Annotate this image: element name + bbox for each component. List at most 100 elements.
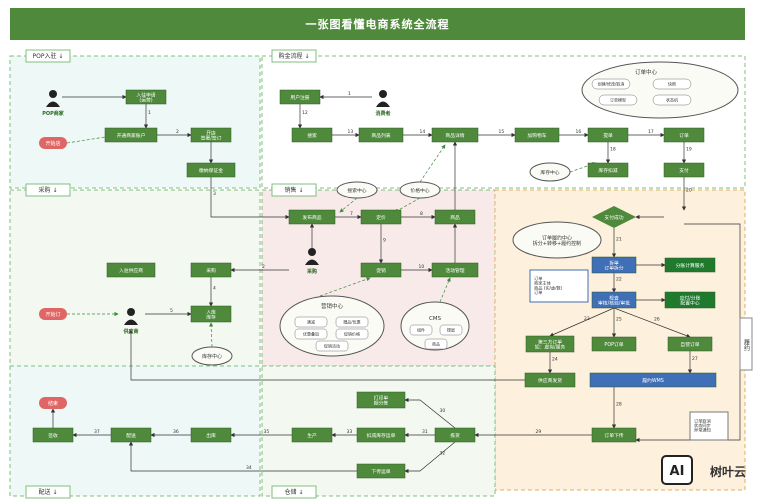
edge-number: 14 xyxy=(420,129,426,135)
node-merge_order xyxy=(591,291,637,309)
node-wms xyxy=(589,372,717,388)
node-kill_stock xyxy=(356,427,406,443)
node-cart xyxy=(514,127,560,143)
marketing-item-label: 优惠叠加 xyxy=(303,331,319,337)
library-center-label: 库存中心 xyxy=(202,353,222,360)
node-label-product_list: 商品列表 xyxy=(371,132,390,139)
node-user_register xyxy=(279,89,321,105)
edge-number: 5 xyxy=(170,308,173,314)
service-link xyxy=(209,322,214,348)
edge-number: 15 xyxy=(499,129,505,135)
node-ship xyxy=(110,427,152,443)
edge-number: 1 xyxy=(348,91,351,97)
node-pop_account xyxy=(104,127,158,143)
node-label-produce: 生产 xyxy=(307,432,317,439)
marketing-item-label: 促销活动 xyxy=(324,343,340,349)
actor-label-supplier: 供应商 xyxy=(122,328,138,335)
marketing-item xyxy=(335,328,369,340)
edge-number: 2 xyxy=(262,264,265,270)
node-label-order_send: 订单下传 xyxy=(604,432,623,439)
order-center-item-label: 创建/修改/取消 xyxy=(598,81,625,87)
cms-cloud xyxy=(400,301,470,351)
marketing-item xyxy=(335,316,369,328)
cms-item xyxy=(439,324,463,336)
region-tag-buyer xyxy=(271,49,317,63)
node-label-third_order: 第三方订单如：虚拟/服务 xyxy=(535,338,566,350)
node-label-pop_account: 开通商家账户 xyxy=(117,132,146,139)
node-outbound xyxy=(190,427,232,443)
node-split_order xyxy=(591,256,637,274)
region-tag-warehouse xyxy=(271,485,317,499)
edge-number: 19 xyxy=(686,147,692,153)
region-tag-label-buyer: 购金流程 ↓ xyxy=(279,52,310,60)
marketing-label: 营销中心 xyxy=(321,302,344,310)
node-pop_order xyxy=(591,336,637,352)
node-pricing xyxy=(360,209,402,225)
pill-label-open_pop: 开始店 xyxy=(45,140,60,147)
edge-number: 24 xyxy=(552,357,558,363)
order-center-item-label: 快照 xyxy=(668,81,676,87)
region-tag-label-delivery: 配送 ↓ xyxy=(39,488,58,496)
edge-number: 2 xyxy=(176,129,179,135)
node-label-checkout: 提单 xyxy=(603,132,613,139)
region-tag-purchase xyxy=(25,183,71,197)
edge-number: 21 xyxy=(616,237,622,243)
node-print_list xyxy=(356,391,406,409)
service-link xyxy=(419,144,446,183)
node-label-activity: 活动管理 xyxy=(445,267,464,274)
cms-item-label: 组件 xyxy=(417,327,425,333)
node-browse xyxy=(291,127,333,143)
node-label-supplier_send: 供应商发货 xyxy=(538,377,562,384)
region-purchase xyxy=(9,189,261,367)
actor-label-buyer: 采购 xyxy=(306,268,317,275)
node-label-kill_stock: 扣减库存运单 xyxy=(367,432,396,439)
edge-number: 36 xyxy=(173,429,179,435)
edge-number: 10 xyxy=(419,264,425,270)
node-label-order: 订单 xyxy=(679,132,689,139)
node-inbound_report xyxy=(106,262,156,278)
node-stock_deduct xyxy=(587,162,629,178)
node-label-pop_deposit: 缴纳保证金 xyxy=(199,167,223,174)
actor-pop-head xyxy=(49,90,57,98)
node-label-merge_order: 检查审核/核验/审批 xyxy=(598,294,630,306)
actor-buyer-body xyxy=(305,259,319,265)
edge-number: 28 xyxy=(616,402,622,408)
edge-number: 34 xyxy=(246,465,252,471)
node-pop_contract xyxy=(190,127,232,143)
node-supplier_send xyxy=(524,372,576,388)
fulfill-side-label: 履约 xyxy=(743,339,750,352)
marketing-item-label: 满减 xyxy=(307,319,315,325)
node-downstream xyxy=(356,463,406,479)
node-product_detail xyxy=(431,127,479,143)
order-center-item-label: 订单模型 xyxy=(610,97,626,103)
pill-label-finish: 结束 xyxy=(48,400,58,407)
region-tag-sales xyxy=(271,183,317,197)
node-label-inbound_report: 入驻供应商 xyxy=(119,267,143,274)
edge-number: 30 xyxy=(440,408,446,414)
flow-edge xyxy=(210,177,290,220)
node-goods xyxy=(434,209,476,225)
node-purchase_node xyxy=(190,262,232,278)
edge-number: 27 xyxy=(692,356,698,362)
edge-number: 16 xyxy=(576,129,582,135)
marketing-item-label: 促销价格 xyxy=(344,331,360,337)
pill-label-open_supplier: 开始订 xyxy=(45,311,60,318)
node-pop_deposit xyxy=(186,162,236,178)
flow-edge xyxy=(404,441,456,474)
node-label-purchase_node: 采购 xyxy=(206,267,216,274)
node-label-promo: 促销 xyxy=(376,267,386,274)
region-tag-label-warehouse: 仓储 ↓ xyxy=(285,488,304,496)
node-checkout xyxy=(587,127,629,143)
edge-number: 4 xyxy=(213,286,216,292)
node-activity xyxy=(431,262,479,278)
node-label-product_detail: 商品详情 xyxy=(445,132,464,139)
node-settle xyxy=(664,291,716,309)
actor-label-pop: POP商家 xyxy=(42,110,65,117)
edge-number: 22 xyxy=(616,277,622,283)
marketing-item xyxy=(294,328,328,340)
node-label-pop_apply: 入驻申请(运营) xyxy=(136,91,155,103)
edge-number: 8 xyxy=(420,211,423,217)
node-promo xyxy=(360,262,402,278)
order-center-item-label: 状态机 xyxy=(666,97,678,103)
